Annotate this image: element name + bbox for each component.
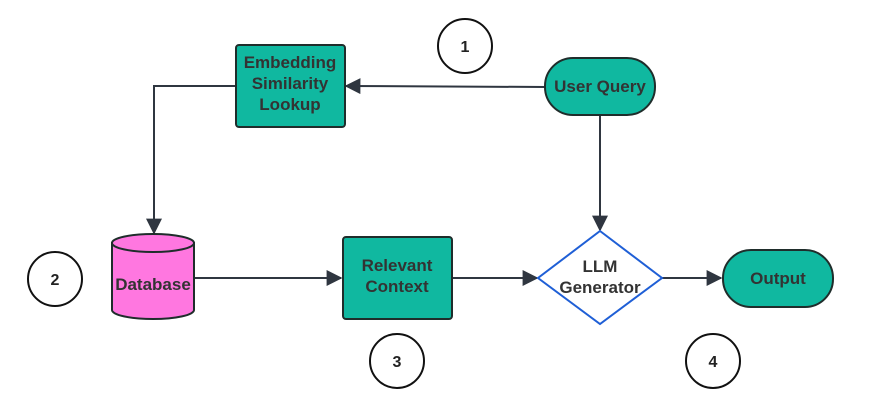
embedding-label-line1: Embedding bbox=[244, 53, 337, 72]
relevant-context-line1: Relevant bbox=[362, 256, 433, 275]
database-body bbox=[111, 242, 195, 320]
step-number-3: 3 bbox=[393, 354, 402, 371]
llm-generator-line1: LLM bbox=[583, 257, 618, 276]
user-query-label: User Query bbox=[554, 77, 646, 96]
step-marker-2: 2 bbox=[27, 251, 83, 307]
output-pill bbox=[722, 249, 834, 308]
embedding-label-line3: Lookup bbox=[259, 95, 320, 114]
output-node[interactable]: Output bbox=[722, 249, 834, 308]
relevant-context-node[interactable]: Relevant Context bbox=[342, 236, 453, 320]
relevant-context-line2: Context bbox=[365, 277, 429, 296]
step-circle-3 bbox=[369, 333, 425, 389]
user-query-node[interactable]: User Query bbox=[544, 57, 656, 116]
output-label: Output bbox=[750, 269, 806, 288]
step-marker-4: 4 bbox=[685, 333, 741, 389]
embedding-label-line2: Similarity bbox=[252, 74, 329, 93]
llm-generator-diamond bbox=[536, 229, 664, 326]
edge-embedding-to-database bbox=[146, 85, 236, 235]
step-number-1: 1 bbox=[461, 39, 470, 56]
step-circle-4 bbox=[685, 333, 741, 389]
step-marker-1: 1 bbox=[437, 18, 493, 74]
step-number-2: 2 bbox=[51, 272, 60, 289]
database-top bbox=[111, 233, 195, 253]
relevant-context-box bbox=[342, 236, 453, 320]
step-circle-2 bbox=[27, 251, 83, 307]
llm-generator-line2: Generator bbox=[559, 278, 641, 297]
step-marker-3: 3 bbox=[369, 333, 425, 389]
embedding-box bbox=[235, 44, 346, 128]
embedding-similarity-node[interactable]: Embedding Similarity Lookup bbox=[235, 44, 346, 128]
llm-generator-node[interactable]: LLM Generator bbox=[536, 229, 664, 326]
edge-query-to-embedding bbox=[344, 78, 547, 95]
step-circle-1 bbox=[437, 18, 493, 74]
database-node[interactable]: Database bbox=[111, 233, 195, 320]
user-query-pill bbox=[544, 57, 656, 116]
database-label: Database bbox=[115, 275, 191, 294]
step-number-4: 4 bbox=[709, 354, 718, 371]
